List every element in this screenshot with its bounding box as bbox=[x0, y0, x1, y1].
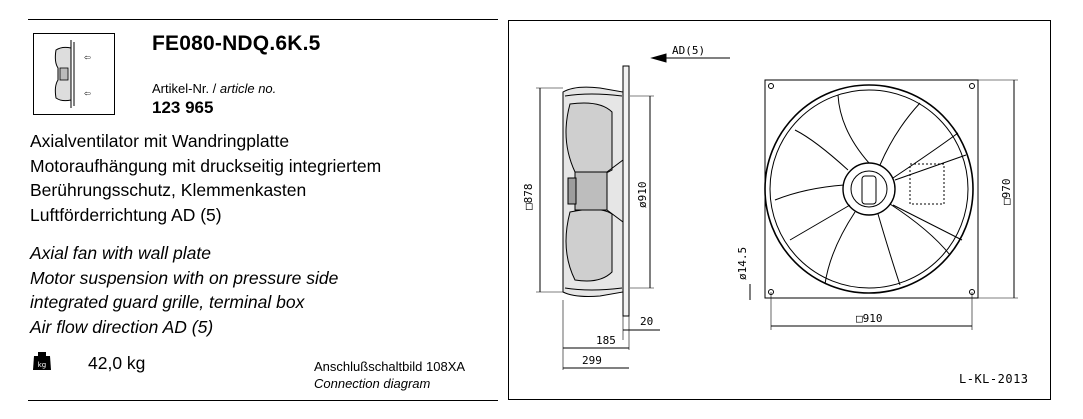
article-label: Artikel-Nr. / article no. bbox=[152, 81, 277, 96]
description-line: Motoraufhängung mit druckseitig integrie… bbox=[30, 155, 382, 176]
dim-ring-diameter: ø910 bbox=[636, 182, 649, 209]
dim-depth-299: 299 bbox=[582, 354, 602, 367]
connection-label-de: Anschlußschaltbild 108XA bbox=[314, 359, 466, 374]
top-rule bbox=[28, 19, 498, 20]
dim-square-970: □970 bbox=[1000, 179, 1013, 206]
description-english: Axial fan with wall plate Motor suspensi… bbox=[30, 241, 338, 339]
airflow-label: AD(5) bbox=[672, 44, 705, 57]
description-line: integrated guard grille, terminal box bbox=[30, 292, 305, 312]
connection-diagram: Anschlußschaltbild 108XA Connection diag… bbox=[314, 358, 465, 392]
airflow-arrow bbox=[650, 53, 730, 63]
fan-side-view bbox=[536, 65, 660, 370]
drawing-code: L-KL-2013 bbox=[959, 372, 1029, 386]
product-thumbnail: ⇦ ⇦ bbox=[33, 33, 115, 115]
fan-side-icon: ⇦ ⇦ bbox=[54, 40, 91, 108]
svg-text:⇦: ⇦ bbox=[84, 89, 91, 98]
dim-hole-diameter: ø14.5 bbox=[736, 247, 749, 280]
description-line: Berührungsschutz, Klemmenkasten bbox=[30, 180, 307, 200]
fan-front-view bbox=[749, 79, 1018, 330]
article-number: 123 965 bbox=[152, 98, 214, 117]
description-line: Axial fan with wall plate bbox=[30, 243, 211, 263]
dim-offset-20: 20 bbox=[640, 315, 653, 328]
weight-value: 42,0 kg bbox=[88, 353, 146, 373]
bottom-rule bbox=[28, 400, 498, 401]
description-line: Motor suspension with on pressure side bbox=[30, 267, 339, 288]
dim-holes-910: □910 bbox=[856, 312, 883, 325]
weight-icon-label: kg bbox=[38, 361, 47, 369]
dim-plate-height: □878 bbox=[522, 184, 535, 211]
svg-text:⇦: ⇦ bbox=[84, 53, 91, 62]
dim-depth-185: 185 bbox=[596, 334, 616, 347]
description-line: Axialventilator mit Wandringplatte bbox=[30, 131, 290, 151]
connection-label-en: Connection diagram bbox=[314, 376, 431, 391]
drawing-svg: AD(5) □878 ø910 20 185 299 bbox=[522, 44, 1018, 370]
technical-drawing bbox=[508, 20, 1051, 400]
model-title: FE080-NDQ.6K.5 bbox=[152, 32, 321, 55]
description-german: Axialventilator mit Wandringplatte Motor… bbox=[30, 129, 381, 227]
description-line: Luftförderrichtung AD (5) bbox=[30, 204, 222, 225]
description-line: Air flow direction AD (5) bbox=[30, 316, 214, 337]
weight-icon: kg bbox=[33, 352, 51, 370]
